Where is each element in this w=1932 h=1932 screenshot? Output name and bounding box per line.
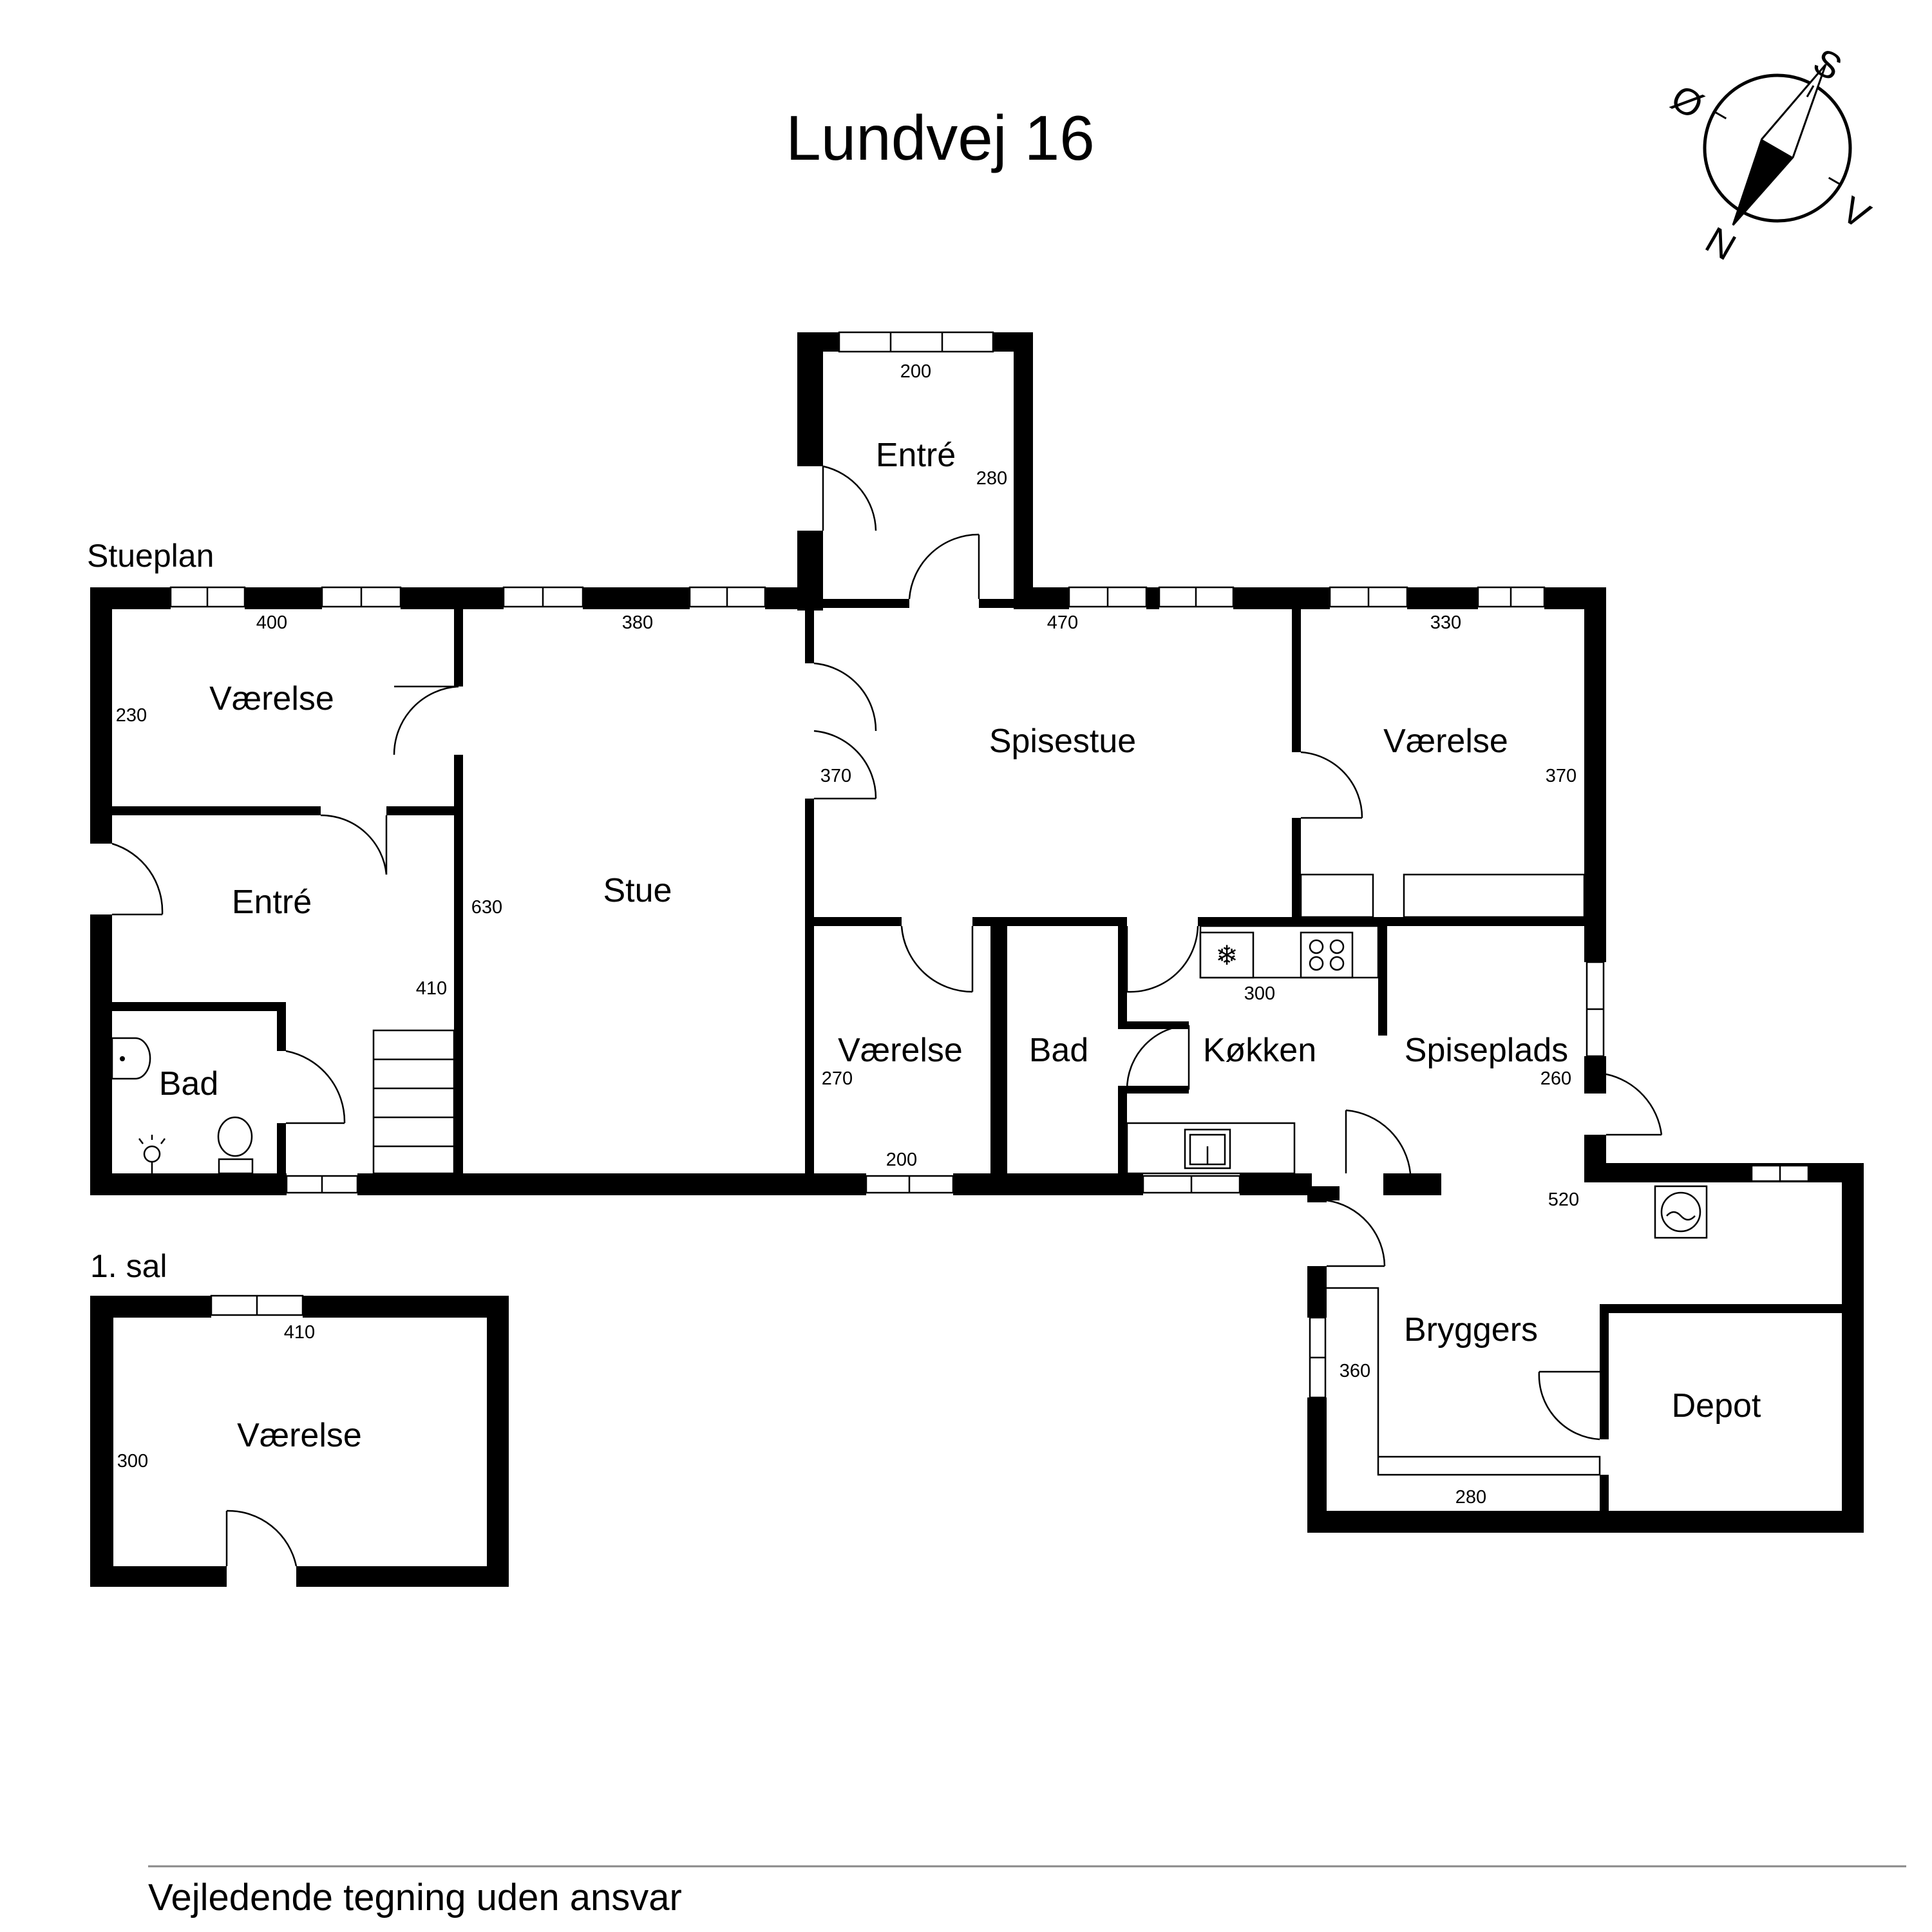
dimension-label: 470 [1047, 612, 1078, 633]
room-label-depot: Depot [1672, 1387, 1761, 1425]
ground-floor-windows [169, 331, 1810, 1399]
dimension-label: 300 [117, 1451, 148, 1472]
dimension-label: 300 [1244, 983, 1275, 1004]
ground-floor-doors [111, 465, 1663, 1441]
washing-machine-icon [1654, 1185, 1708, 1239]
dimension-label: 370 [820, 766, 851, 786]
room-label-vaerelse-ne: Værelse [1383, 723, 1508, 760]
dimension-label: 230 [116, 705, 147, 726]
room-label-first-vaerelse: Værelse [237, 1417, 362, 1454]
dimension-labels: 200 280 400 380 470 330 230 370 370 630 … [116, 361, 1579, 1508]
floor-label-ground: Stueplan [87, 538, 214, 574]
kitchen-sink-icon [1184, 1128, 1231, 1170]
room-label-entre-left: Entré [232, 884, 312, 921]
dimension-label: 630 [471, 897, 502, 918]
compass-west-label: V [1835, 189, 1877, 238]
room-label-spisestue: Spisestue [989, 723, 1136, 760]
toilet-icon [217, 1116, 254, 1175]
dimension-label: 520 [1548, 1189, 1579, 1210]
room-label-bad-mid: Bad [1029, 1032, 1089, 1069]
dimension-label: 330 [1430, 612, 1461, 633]
dimension-label: 370 [1546, 766, 1577, 786]
dimension-label: 360 [1340, 1361, 1370, 1381]
room-label-bryggers: Bryggers [1404, 1311, 1538, 1349]
dimension-label: 280 [976, 468, 1007, 489]
dimension-label: 200 [886, 1150, 917, 1170]
freezer-icon: ❄ [1199, 931, 1255, 979]
stove-icon [1300, 931, 1354, 979]
room-label-bad-left: Bad [159, 1065, 219, 1103]
room-label-entre-top: Entré [876, 437, 956, 474]
dimension-label: 410 [416, 978, 447, 999]
dimension-label: 200 [900, 361, 931, 382]
staircase-icon [372, 1029, 455, 1175]
floor-label-first: 1. sal [90, 1248, 167, 1284]
svg-text:❄: ❄ [1215, 940, 1238, 971]
dimension-label: 410 [284, 1322, 315, 1343]
room-label-vaerelse-nw: Værelse [209, 680, 334, 717]
ground-floor-walls [90, 332, 1864, 1533]
compass-north-label: N [1698, 219, 1743, 269]
room-labels: Entré Værelse Entré Bad Stue Spisestue V… [159, 437, 1761, 1454]
dimension-label: 260 [1540, 1068, 1571, 1089]
first-floor-walls [90, 1296, 509, 1587]
footer-disclaimer: Vejledende tegning uden ansvar [148, 1877, 682, 1918]
room-label-stue: Stue [603, 872, 672, 909]
room-label-koekken: Køkken [1203, 1032, 1316, 1069]
fixtures [1126, 873, 1601, 1476]
compass-icon: S V N Ø [1664, 41, 1877, 269]
dimension-label: 280 [1455, 1487, 1486, 1508]
shower-icon [138, 1135, 166, 1173]
plan-title: Lundvej 16 [786, 102, 1095, 173]
room-label-spiseplads: Spiseplads [1405, 1032, 1568, 1069]
compass-east-label: Ø [1664, 77, 1710, 128]
dimension-label: 380 [622, 612, 653, 633]
first-floor-window [210, 1294, 304, 1316]
sink-icon [111, 1037, 151, 1080]
room-label-vaerelse-mid: Værelse [838, 1032, 963, 1069]
dimension-label: 400 [256, 612, 287, 633]
first-floor-door [225, 1510, 298, 1567]
dimension-label: 270 [822, 1068, 853, 1089]
